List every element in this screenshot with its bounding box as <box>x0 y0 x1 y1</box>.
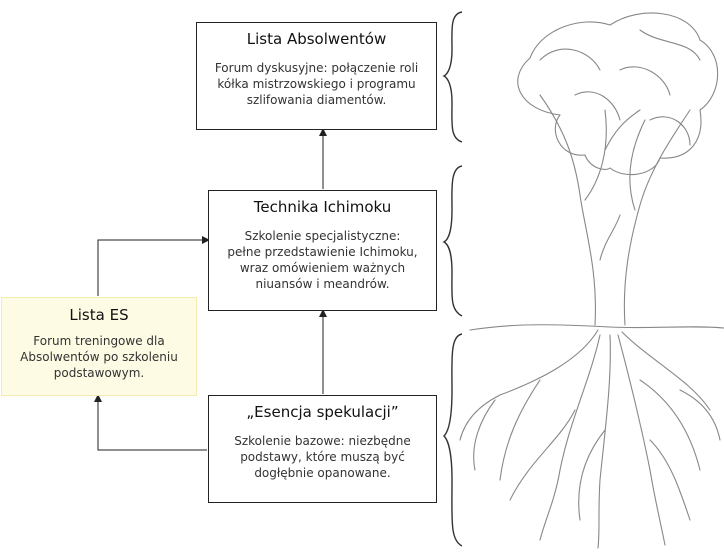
desc-line: Szkolenie specjalistyczne: <box>244 229 401 243</box>
desc-line: kółka mistrzowskiego i programu <box>217 77 416 91</box>
arrow-esencja-to-es <box>94 394 207 451</box>
desc-line: podstawowym. <box>53 366 145 380</box>
node-title: Technika Ichimoku <box>253 198 392 216</box>
node-title: Lista ES <box>69 306 129 324</box>
desc-line: dogłębnie opanowane. <box>254 466 391 480</box>
node-description: Szkolenie specjalistyczne: pełne przedst… <box>209 228 436 292</box>
desc-line: niuansów i meandrów. <box>255 277 390 291</box>
desc-line: wraz omówieniem ważnych <box>239 261 406 275</box>
node-description: Forum dyskusyjne: połączenie roli kółka … <box>197 60 436 108</box>
desc-line: Forum treningowe dla <box>33 334 165 348</box>
arrow-es-to-ichimoku <box>97 236 210 296</box>
node-esencja-spekulacji: „Esencja spekulacji” Szkolenie bazowe: n… <box>208 395 437 503</box>
node-lista-es: Lista ES Forum treningowe dla Absolwentó… <box>1 297 197 396</box>
connectors <box>94 128 327 451</box>
node-description: Szkolenie bazowe: niezbędne podstawy, kt… <box>209 433 436 481</box>
node-title: Lista Absolwentów <box>246 30 387 48</box>
node-lista-absolwentow: Lista Absolwentów Forum dyskusyjne: połą… <box>196 22 437 130</box>
tree-sketch-icon <box>459 12 724 549</box>
curly-brace-icon <box>442 11 463 547</box>
desc-line: Absolwentów po szkoleniu <box>20 350 178 364</box>
desc-line: podstawy, które muszą być <box>240 450 405 464</box>
desc-line: pełne przedstawienie Ichimoku, <box>227 245 418 259</box>
desc-line: szlifowania diamentów. <box>246 93 387 107</box>
desc-line: Forum dyskusyjne: połączenie roli <box>214 61 419 75</box>
desc-line: Szkolenie bazowe: niezbędne <box>234 434 411 448</box>
node-technika-ichimoku: Technika Ichimoku Szkolenie specjalistyc… <box>208 190 437 311</box>
node-description: Forum treningowe dla Absolwentów po szko… <box>2 333 196 381</box>
node-title: „Esencja spekulacji” <box>246 403 399 421</box>
